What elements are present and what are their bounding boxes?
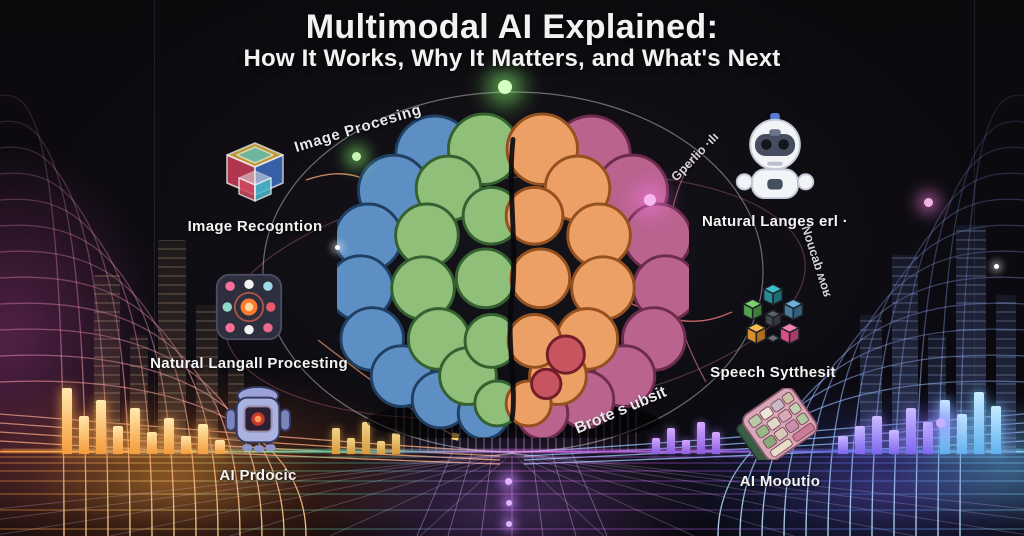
eq-bar — [347, 438, 355, 454]
equalizer-mid-left — [332, 422, 400, 454]
eq-bar — [712, 432, 720, 454]
eq-bar — [957, 414, 967, 454]
feature-label: AI Prdocic — [219, 467, 297, 484]
eq-bar — [838, 436, 848, 454]
building — [996, 295, 1016, 455]
sensor-grid-icon — [213, 272, 285, 342]
feature-chatbot: Natural Langes erl · — [665, 112, 885, 230]
eq-bar — [392, 433, 400, 454]
eq-bar — [667, 428, 675, 454]
eq-bar — [130, 408, 140, 454]
green-spark-small — [352, 152, 361, 161]
main-title: Multimodal AI Explained: — [305, 8, 719, 46]
eq-bar — [198, 424, 208, 454]
feature-speech: Speech Sytthesit — [663, 277, 883, 381]
rgb-cube-icon — [215, 137, 295, 205]
eq-bar — [872, 416, 882, 454]
eq-bar — [940, 400, 950, 454]
eq-bar — [906, 408, 916, 454]
eq-bar — [147, 432, 157, 454]
green-spark — [498, 80, 512, 94]
eq-bar — [113, 426, 123, 454]
eq-bar — [79, 416, 89, 454]
eq-bar — [62, 388, 72, 454]
eq-bar — [652, 438, 660, 454]
feature-keypad: AI Mooutio — [670, 388, 890, 490]
equalizer-right — [838, 392, 1001, 454]
eq-bar — [974, 392, 984, 454]
eq-bar — [181, 436, 191, 454]
feature-label: Natural Langes erl · — [701, 213, 849, 230]
feature-label: Image Recogntion — [187, 218, 323, 235]
left-guide-line — [154, 0, 155, 455]
magenta-orb — [644, 194, 656, 206]
feature-label: Speech Sytthesit — [710, 364, 836, 381]
chatbot-icon — [729, 112, 821, 200]
color-cubes-icon — [731, 277, 815, 351]
feature-label: AI Mooutio — [739, 473, 821, 490]
eq-bar — [377, 441, 385, 454]
eq-bar — [991, 406, 1001, 454]
eq-bar — [164, 418, 174, 454]
equalizer-mid-right — [652, 422, 720, 454]
equalizer-left — [62, 388, 225, 454]
eq-bar — [855, 426, 865, 454]
purple-trunk-dot — [506, 500, 512, 506]
eq-bar — [697, 422, 705, 454]
eq-bar — [362, 422, 370, 454]
eq-bar — [682, 440, 690, 454]
eq-bar — [332, 428, 340, 454]
eq-bar — [889, 430, 899, 454]
purple-trunk-dot — [505, 478, 512, 485]
building — [196, 305, 218, 455]
feature-image-recognition: Image Recogntion — [145, 137, 365, 235]
keypad-icon — [736, 388, 824, 460]
eq-bar — [923, 422, 933, 454]
eq-bar — [215, 440, 225, 454]
eq-bar — [96, 400, 106, 454]
purple-trunk-dot — [506, 521, 512, 527]
white-dot — [335, 245, 340, 250]
white-dot — [994, 264, 999, 269]
subtitle: How It Works, Why It Matters, and What's… — [243, 45, 781, 73]
feature-label: Natural Langall Procesting — [150, 355, 348, 372]
brain-illustration — [337, 112, 689, 438]
violet-spark — [936, 418, 946, 428]
pink-spark-right — [924, 198, 933, 207]
robot-head-icon — [225, 384, 291, 454]
feature-nlp: Natural Langall Procesting — [139, 272, 359, 372]
title-block: Multimodal AI Explained: How It Works, W… — [0, 8, 1024, 73]
feature-ai-robot: AI Prdocic — [148, 384, 368, 484]
